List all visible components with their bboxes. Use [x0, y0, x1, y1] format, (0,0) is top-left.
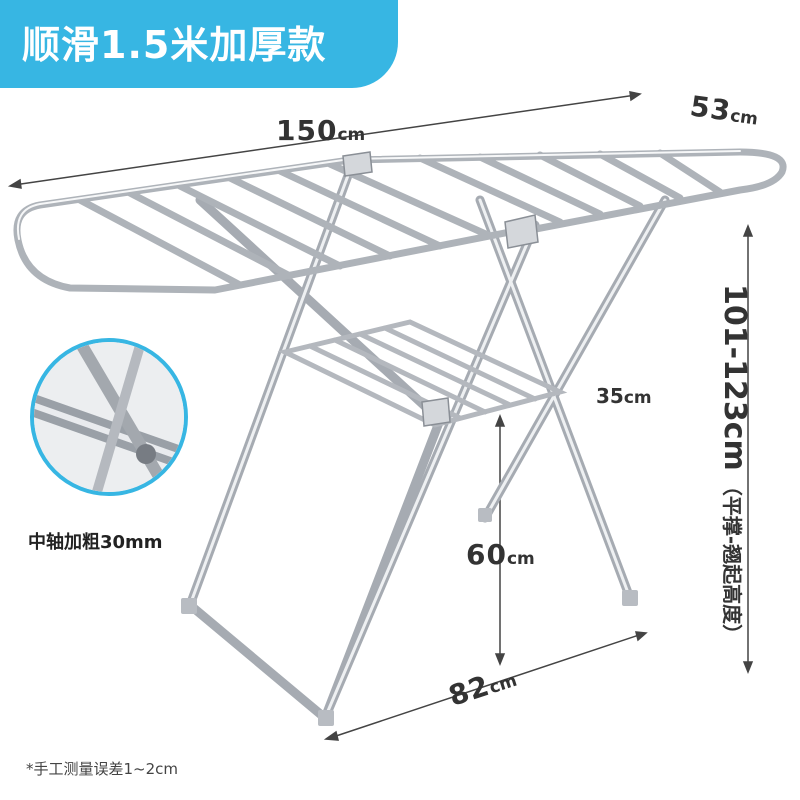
depth-value: 53	[688, 89, 734, 128]
rack-legs	[185, 165, 670, 723]
measurement-footnote: *手工测量误差1~2cm	[26, 760, 179, 778]
height-note: （平撑-翘起高度）	[720, 475, 744, 645]
length-label: 150cm	[276, 114, 365, 147]
height-label: 101-123cm （平撑-翘起高度）	[704, 284, 752, 664]
axis-closeup-image	[34, 342, 184, 492]
hinge-plates	[342, 151, 539, 427]
axis-detail-inset	[30, 338, 188, 496]
depth-unit: cm	[728, 105, 760, 130]
shelf-height-unit: cm	[506, 549, 535, 569]
base-width-dimension-line	[323, 631, 648, 741]
axis-callout-label: 中轴加粗30mm	[28, 532, 163, 553]
length-unit: cm	[337, 125, 366, 145]
length-value: 150	[276, 114, 338, 147]
lower-shelf-unit: cm	[623, 388, 652, 408]
height-value: 101-123	[717, 284, 752, 422]
top-rails	[13, 148, 787, 294]
lower-shelf-label: 35cm	[596, 384, 652, 408]
title-banner: 顺滑1.5米加厚款	[0, 0, 398, 88]
length-dimension-line	[7, 91, 642, 189]
banner-title: 顺滑1.5米加厚款	[22, 23, 327, 67]
height-dimension-line	[742, 223, 754, 675]
height-unit: cm	[717, 421, 752, 471]
shelf-height-value: 60	[466, 538, 507, 571]
shelf-height-dimension-line	[494, 413, 506, 667]
shelf-height-label: 60cm	[466, 538, 535, 571]
lower-shelf-value: 35	[596, 384, 624, 408]
rack-feet	[181, 508, 638, 726]
